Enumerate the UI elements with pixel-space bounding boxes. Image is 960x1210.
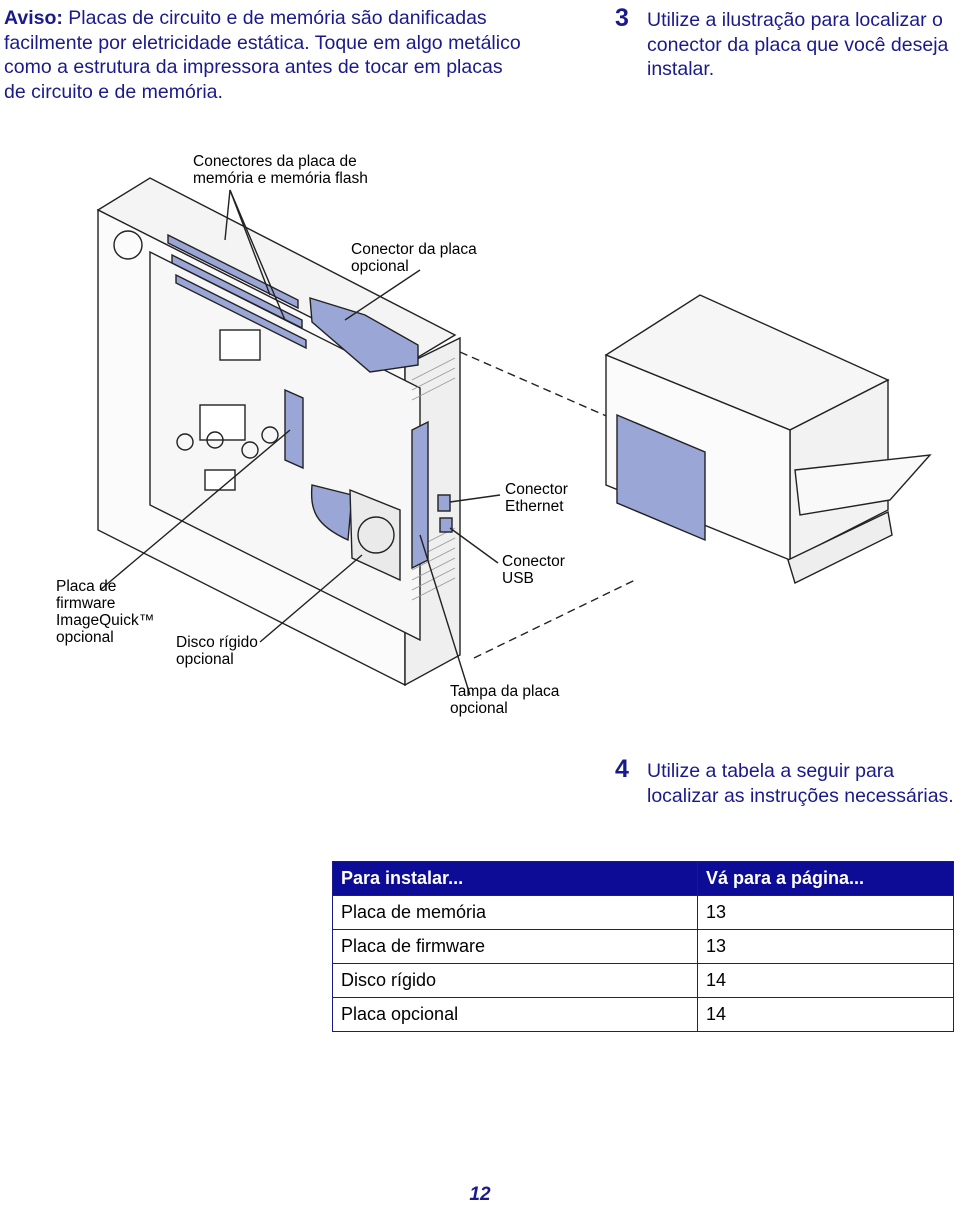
hard-disk-platter xyxy=(357,516,395,554)
cell-page: 13 xyxy=(697,895,954,930)
callout-usb-connector-line1: Conector xyxy=(502,553,565,570)
cell-page: 14 xyxy=(697,963,954,998)
callout-option-cover-line2: opcional xyxy=(450,700,508,717)
fan xyxy=(113,230,143,260)
printer-controller-board xyxy=(616,413,706,542)
cell-item: Placa opcional xyxy=(332,997,698,1032)
callout-option-card-connector: Conector da placa opcional xyxy=(351,241,477,275)
chip-2 xyxy=(199,404,246,441)
option-card-cover xyxy=(411,420,429,570)
capacitor-4 xyxy=(261,426,279,444)
callout-option-cover-line1: Tampa da placa xyxy=(450,683,560,700)
chip-1 xyxy=(219,329,261,361)
printer-bottom-tray xyxy=(787,510,893,584)
cell-item: Placa de firmware xyxy=(332,929,698,964)
header-install: Para instalar... xyxy=(332,861,698,896)
cell-page: 13 xyxy=(697,929,954,964)
firmware-card xyxy=(284,388,304,470)
callout-memory-connectors: Conectores da placa de memória e memória… xyxy=(193,153,368,187)
table-row: Placa opcional 14 xyxy=(332,997,954,1032)
usb-port xyxy=(439,517,453,533)
option-card-connector xyxy=(309,297,419,373)
table-row: Placa de memória 13 xyxy=(332,895,954,930)
cell-page: 14 xyxy=(697,997,954,1032)
callout-firmware-card-line4: opcional xyxy=(56,629,114,646)
callout-memory-connectors-line1: Conectores da placa de xyxy=(193,153,357,170)
callout-firmware-card-line3: ImageQuick™ xyxy=(56,612,155,629)
capacitor-3 xyxy=(241,441,259,459)
step-3-number: 3 xyxy=(615,4,629,32)
memory-slot-2 xyxy=(171,253,303,330)
ethernet-port xyxy=(437,494,451,512)
callout-usb-connector-line2: USB xyxy=(502,570,534,587)
callout-ethernet-connector-line2: Ethernet xyxy=(505,498,564,515)
printer-board-illustration: Conectores da placa de memória e memória… xyxy=(0,140,960,730)
table-row: Placa de firmware 13 xyxy=(332,929,954,964)
callout-memory-connectors-line2: memória e memória flash xyxy=(193,170,368,187)
callout-ethernet-connector-line1: Conector xyxy=(505,481,568,498)
cell-item: Disco rígido xyxy=(332,963,698,998)
step-4-number: 4 xyxy=(615,755,629,783)
callout-option-card-connector-line1: Conector da placa xyxy=(351,241,477,258)
callout-option-cover: Tampa da placa opcional xyxy=(450,683,559,717)
install-guide-table: Para instalar... Vá para a página... Pla… xyxy=(332,861,954,1032)
callout-hard-disk-line1: Disco rígido xyxy=(176,634,258,651)
callout-firmware-card: Placa de firmware ImageQuick™ opcional xyxy=(56,578,154,646)
callout-ethernet-connector: Conector Ethernet xyxy=(505,481,568,515)
callout-firmware-card-line2: firmware xyxy=(56,595,116,612)
table-row: Disco rígido 14 xyxy=(332,963,954,998)
cell-item: Placa de memória xyxy=(332,895,698,930)
callout-hard-disk-line2: opcional xyxy=(176,651,234,668)
connector-block xyxy=(204,469,236,491)
callout-option-card-connector-line2: opcional xyxy=(351,258,409,275)
printer-output-tray xyxy=(794,454,932,516)
header-page: Vá para a página... xyxy=(697,861,954,896)
table-header-row: Para instalar... Vá para a página... xyxy=(332,861,954,896)
capacitor-2 xyxy=(206,431,224,449)
callout-hard-disk: Disco rígido opcional xyxy=(176,634,258,668)
memory-slot-3 xyxy=(175,273,307,350)
callout-firmware-card-line1: Placa de xyxy=(56,578,117,595)
warning-label: Aviso: xyxy=(4,7,63,29)
dashed-lines xyxy=(459,351,636,659)
printer xyxy=(604,294,932,584)
callout-usb-connector: Conector USB xyxy=(502,553,565,587)
step-4-text: Utilize a tabela a seguir para localizar… xyxy=(647,760,954,807)
hard-disk-cable xyxy=(310,484,353,542)
page-number: 12 xyxy=(469,1184,491,1205)
memory-slot-1 xyxy=(167,233,299,310)
step-3-text: Utilize a ilustração para localizar o co… xyxy=(647,9,949,80)
warning-notice: Aviso: Placas de circuito e de memória s… xyxy=(4,6,524,104)
illustration-drawing xyxy=(96,177,932,696)
hard-disk xyxy=(349,488,401,582)
capacitor-1 xyxy=(176,433,194,451)
warning-text: Placas de circuito e de memória são dani… xyxy=(4,7,521,103)
